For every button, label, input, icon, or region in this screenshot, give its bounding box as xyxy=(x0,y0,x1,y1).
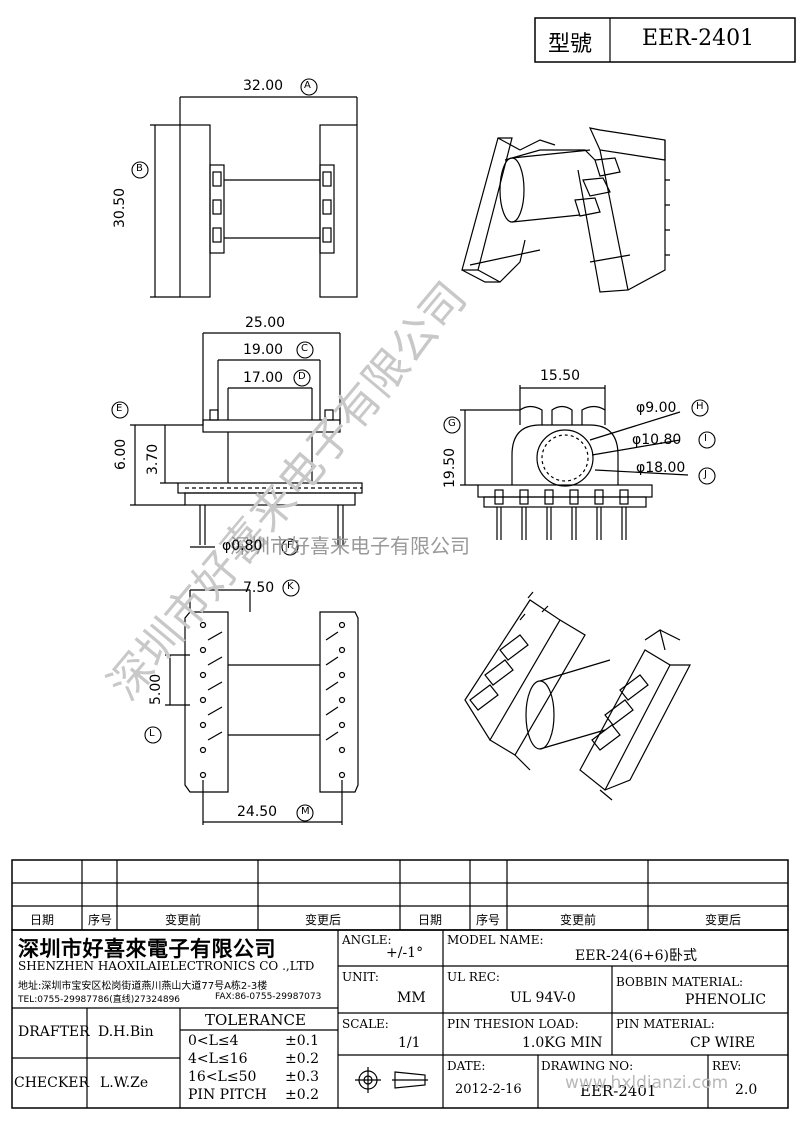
dim-j-marker: J xyxy=(704,469,707,480)
date-value: 2012-2-16 xyxy=(455,1082,522,1097)
bobbin-material-label: BOBBIN MATERIAL: xyxy=(616,975,744,989)
bobbin-material-value: PHENOLIC xyxy=(685,992,767,1008)
isometric-view-top xyxy=(461,127,670,293)
revision-table-grid xyxy=(11,859,789,931)
dim-e-marker: E xyxy=(116,403,123,414)
dim-e-inner-value: 3.70 xyxy=(145,443,161,475)
unit-value: MM xyxy=(397,990,426,1006)
dim-m-marker: M xyxy=(301,806,310,817)
dim-k-value: 7.50 xyxy=(243,580,275,596)
rev-header-seq-2: 序号 xyxy=(476,913,501,927)
angle-label: ANGLE: xyxy=(342,933,392,947)
rev-header-seq-1: 序号 xyxy=(88,913,113,927)
rev-header-after-1: 变更后 xyxy=(305,913,342,927)
dim-d-marker: D xyxy=(298,371,306,382)
date-label: DATE: xyxy=(447,1059,486,1073)
tolerance-value-3: ±0.3 xyxy=(285,1069,319,1085)
dim-i-value: φ10.80 xyxy=(632,432,682,448)
tolerance-range-3: 16<L≤50 xyxy=(188,1069,257,1085)
company-address: 地址:深圳市宝安区松岗街道燕川燕山大道77号A栋2-3楼 xyxy=(18,981,268,992)
pin-load-value: 1.0KG MIN xyxy=(522,1035,603,1051)
ul-rec-label: UL REC: xyxy=(447,970,500,984)
company-name-en: SHENZHEN HAOXILAIELECTRONICS CO .,LTD xyxy=(18,959,315,973)
model-name-label: MODEL NAME: xyxy=(447,933,544,947)
pin-material-value: CP WIRE xyxy=(690,1035,756,1051)
dim-f-marker: F xyxy=(287,540,293,551)
dim-b-value: 30.50 xyxy=(112,187,128,228)
dim-l-value: 5.00 xyxy=(148,673,164,705)
front-view xyxy=(130,332,363,548)
drafter-label: DRAFTER xyxy=(18,1024,90,1040)
model-label: 型號 xyxy=(548,32,593,57)
tolerance-value-1: ±0.1 xyxy=(285,1033,319,1049)
angle-value: +/-1° xyxy=(386,945,424,961)
drafter-value: D.H.Bin xyxy=(98,1024,154,1040)
watermark-url: www.hxldianzi.com xyxy=(565,1073,729,1093)
dim-c-marker: C xyxy=(301,343,308,354)
isometric-view-bottom xyxy=(464,591,691,801)
ul-rec-value: UL 94V-0 xyxy=(510,990,576,1006)
tolerance-range-1: 0<L≤4 xyxy=(188,1033,239,1049)
tolerance-value-2: ±0.2 xyxy=(285,1051,319,1067)
scale-label: SCALE: xyxy=(342,1017,389,1031)
rev-header-before-1: 变更前 xyxy=(165,913,202,927)
rev-header-date-2: 日期 xyxy=(418,913,443,927)
dim-e-value: 6.00 xyxy=(113,438,129,470)
company-tel: TEL:0755-29987786(直线)27324896 xyxy=(18,995,181,1005)
dim-k-marker: K xyxy=(287,581,294,592)
dim-c-value: 19.00 xyxy=(243,342,284,358)
dim-g-marker: G xyxy=(448,418,456,429)
tolerance-range-2: 4<L≤16 xyxy=(188,1051,248,1067)
top-view xyxy=(150,96,358,298)
dim-l-marker: L xyxy=(149,728,155,739)
model-value: EER-2401 xyxy=(642,26,755,51)
dim-i-marker: I xyxy=(704,433,707,444)
watermark-center: 深圳市好喜来电子有限公司 xyxy=(230,534,470,558)
rev-value: 2.0 xyxy=(735,1082,758,1098)
rev-header-after-2: 变更后 xyxy=(705,913,742,927)
tolerance-label: TOLERANCE xyxy=(205,1011,306,1029)
dim-g-top-value: 15.50 xyxy=(540,368,581,384)
checker-value: L.W.Ze xyxy=(100,1075,149,1091)
tolerance-range-4: PIN PITCH xyxy=(188,1087,267,1103)
dim-m-value: 24.50 xyxy=(237,804,278,820)
unit-label: UNIT: xyxy=(342,970,379,984)
dim-f-value: φ0.80 xyxy=(222,538,263,554)
rev-header-before-2: 变更前 xyxy=(560,913,597,927)
dim-a-value: 32.00 xyxy=(243,78,284,94)
dim-25-value: 25.00 xyxy=(245,315,286,331)
company-fax: FAX:86-0755-29987073 xyxy=(215,992,322,1002)
checker-label: CHECKER xyxy=(14,1075,90,1091)
dimension-markers xyxy=(111,78,716,822)
dim-d-value: 17.00 xyxy=(243,370,284,386)
rev-label: REV: xyxy=(712,1059,742,1073)
model-name-value: EER-24(6+6)卧式 xyxy=(575,948,697,964)
company-name-cn: 深圳市好喜來電子有限公司 xyxy=(18,936,276,961)
dim-a-marker: A xyxy=(304,80,311,91)
pin-load-label: PIN THESION LOAD: xyxy=(447,1017,579,1031)
dim-h-value: φ9.00 xyxy=(636,400,677,416)
dim-b-marker: B xyxy=(136,163,143,174)
tolerance-value-4: ±0.2 xyxy=(285,1087,319,1103)
title-block-grid xyxy=(11,929,789,1109)
pin-material-label: PIN MATERIAL: xyxy=(616,1017,715,1031)
dim-j-value: φ18.00 xyxy=(636,460,686,476)
bottom-view xyxy=(165,589,359,825)
drawing-no-value: EER-2401 xyxy=(580,1082,657,1100)
dim-h-marker: H xyxy=(696,401,704,412)
side-view xyxy=(460,385,689,540)
drawing-no-label: DRAWING NO: xyxy=(541,1059,634,1073)
scale-value: 1/1 xyxy=(398,1035,421,1051)
rev-header-date-1: 日期 xyxy=(30,913,55,927)
dim-g-value: 19.50 xyxy=(442,447,458,488)
